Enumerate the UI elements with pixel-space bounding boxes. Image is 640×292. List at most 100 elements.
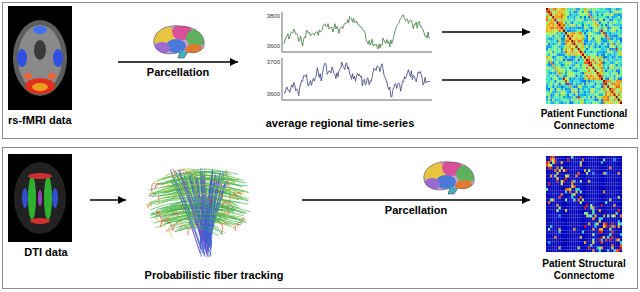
- structural-matrix: [601, 161, 603, 164]
- functional-matrix: [573, 43, 575, 46]
- structural-matrix: [563, 172, 565, 175]
- functional-matrix: [569, 59, 571, 62]
- functional-matrix: [592, 51, 594, 54]
- functional-matrix: [618, 21, 620, 24]
- structural-matrix: [592, 167, 594, 170]
- functional-matrix: [578, 83, 580, 86]
- functional-matrix: [607, 80, 609, 83]
- functional-matrix: [611, 48, 613, 51]
- structural-matrix: [605, 177, 607, 180]
- structural-matrix: [590, 183, 592, 186]
- structural-matrix: [548, 167, 550, 170]
- functional-matrix: [584, 29, 586, 32]
- fiber-tracking-image: [180, 170, 208, 253]
- structural-matrix: [603, 172, 605, 175]
- structural-matrix: [557, 169, 559, 172]
- structural-matrix: [609, 177, 611, 180]
- functional-matrix: [605, 11, 607, 14]
- functional-matrix: [548, 101, 550, 104]
- functional-matrix: [576, 64, 578, 67]
- functional-matrix: [607, 91, 609, 94]
- functional-matrix: [559, 53, 561, 56]
- functional-matrix: [620, 67, 622, 70]
- functional-matrix: [607, 43, 609, 46]
- structural-matrix: [584, 169, 586, 172]
- functional-matrix: [586, 16, 588, 19]
- functional-matrix: [567, 29, 569, 32]
- functional-matrix: [552, 45, 554, 48]
- functional-matrix: [567, 69, 569, 72]
- structural-matrix: [552, 172, 554, 175]
- functional-matrix: [586, 32, 588, 35]
- functional-matrix: [595, 77, 597, 80]
- functional-matrix: [552, 37, 554, 40]
- structural-matrix: [599, 156, 601, 159]
- structural-matrix: [620, 161, 622, 164]
- functional-matrix: [580, 35, 582, 38]
- functional-matrix: [576, 45, 578, 48]
- functional-matrix: [573, 56, 575, 59]
- functional-matrix: [599, 35, 601, 38]
- functional-matrix: [611, 11, 613, 14]
- fiber-tracking-image: [171, 213, 178, 216]
- functional-matrix: [584, 13, 586, 16]
- functional-matrix: [595, 40, 597, 43]
- functional-matrix: [582, 91, 584, 94]
- functional-matrix: [597, 56, 599, 59]
- functional-matrix: [578, 56, 580, 59]
- functional-matrix: [546, 45, 548, 48]
- structural-matrix: [563, 177, 565, 180]
- structural-matrix: [580, 180, 582, 183]
- functional-matrix: [618, 29, 620, 32]
- functional-matrix: [561, 91, 563, 94]
- structural-matrix: [620, 180, 622, 183]
- functional-matrix: [582, 67, 584, 70]
- structural-matrix: [584, 175, 586, 178]
- functional-matrix: [582, 88, 584, 91]
- functional-matrix: [590, 91, 592, 94]
- functional-matrix: [559, 32, 561, 35]
- functional-matrix: [609, 37, 611, 40]
- functional-matrix: [592, 56, 594, 59]
- structural-matrix: [571, 185, 573, 188]
- functional-matrix: [597, 99, 599, 102]
- functional-matrix: [548, 35, 550, 38]
- functional-matrix: [592, 43, 594, 46]
- functional-matrix: [554, 19, 556, 22]
- functional-matrix: [573, 53, 575, 56]
- structural-matrix: [620, 156, 622, 159]
- functional-matrix: [546, 13, 548, 16]
- functional-matrix: [563, 53, 565, 56]
- functional-matrix: [567, 35, 569, 38]
- functional-matrix: [557, 27, 559, 30]
- functional-matrix: [592, 45, 594, 48]
- structural-matrix: [548, 188, 550, 191]
- functional-matrix: [584, 83, 586, 86]
- functional-matrix: [546, 83, 548, 86]
- structural-matrix: [573, 177, 575, 180]
- functional-matrix: [601, 67, 603, 70]
- functional-matrix: [573, 83, 575, 86]
- fiber-tracking-image: [159, 194, 243, 199]
- fiber-tracking-image: [207, 171, 220, 250]
- functional-matrix: [557, 101, 559, 104]
- functional-matrix: [563, 64, 565, 67]
- functional-matrix: [546, 8, 622, 104]
- functional-matrix: [559, 24, 561, 27]
- structural-matrix: [569, 183, 571, 186]
- functional-matrix: [546, 43, 548, 46]
- structural-matrix: [576, 185, 578, 188]
- mri-image: [34, 40, 46, 60]
- structural-matrix: [565, 167, 567, 170]
- functional-matrix: [554, 45, 556, 48]
- structural-matrix: [611, 161, 613, 164]
- structural-matrix: [616, 180, 618, 183]
- functional-matrix: [571, 21, 573, 24]
- functional-matrix: [557, 69, 559, 72]
- functional-matrix: [609, 32, 611, 35]
- functional-matrix: [561, 21, 563, 24]
- functional-matrix: [599, 80, 601, 83]
- functional-matrix: [616, 80, 618, 83]
- structural-matrix: [552, 183, 554, 186]
- functional-matrix: [588, 48, 590, 51]
